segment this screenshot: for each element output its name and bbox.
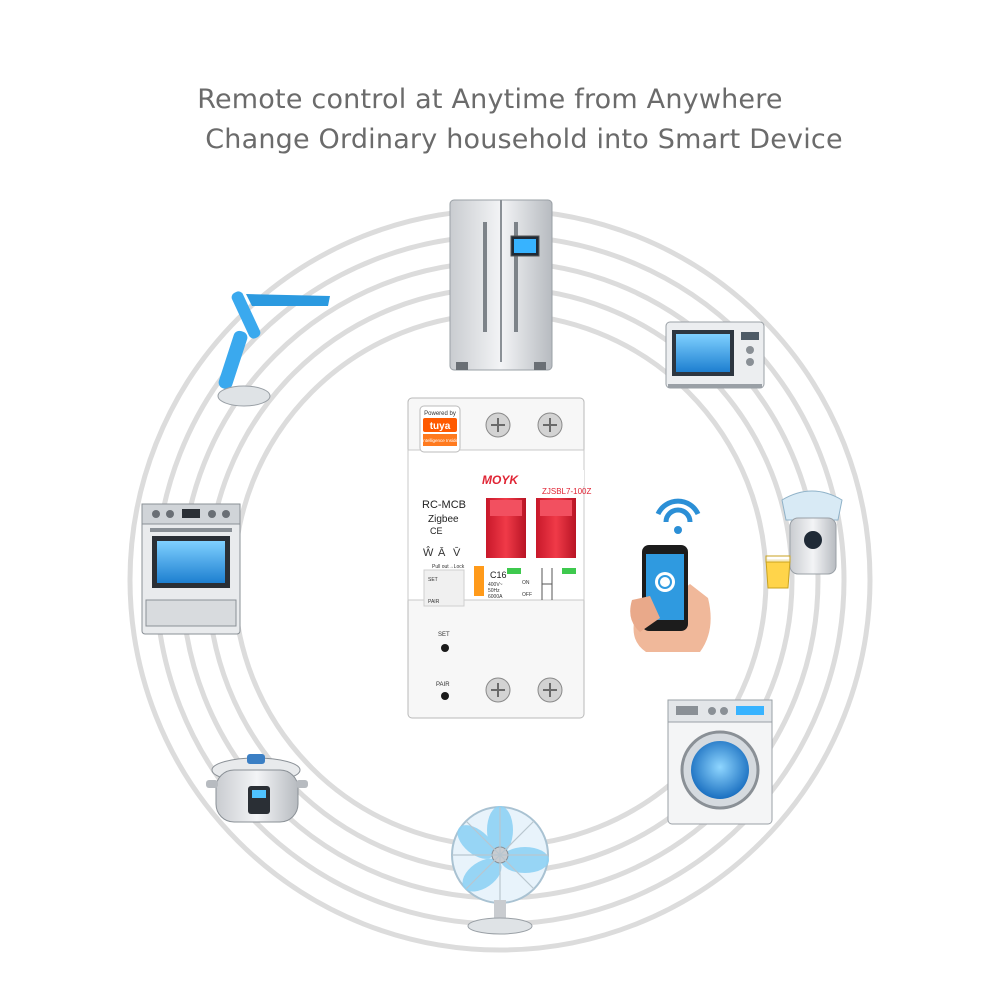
circuit-breaker: Powered by tuya Intelligence Inside MOYK… (407, 397, 591, 719)
pair-button[interactable] (441, 692, 449, 700)
juicer-icon (765, 490, 843, 589)
rice-cooker-icon (206, 754, 308, 823)
smartphone-icon (630, 498, 711, 652)
signal-symbols: Ŵ Ā V̄ (423, 546, 461, 559)
spec-voltage: 400V~ (488, 582, 503, 588)
pair-label: PAIR (436, 682, 450, 688)
set-label: SET (438, 632, 450, 638)
fan-icon (451, 806, 549, 935)
ce-mark: CE (430, 526, 443, 536)
lock-label: Pull out→Lock (432, 564, 465, 570)
svg-text:Ŵ: Ŵ (423, 546, 434, 559)
headline-line-2: Change Ordinary household into Smart Dev… (205, 124, 843, 155)
desk-lamp-icon (217, 291, 330, 407)
terminal-screws (485, 412, 563, 703)
powered-by-label: Powered by (424, 411, 456, 417)
breaker-handles (486, 498, 576, 558)
pair-small-label: PAIR (428, 599, 440, 605)
tuya-tag: Intelligence Inside (422, 438, 459, 443)
set-small-label: SET (428, 577, 438, 583)
rating-label: C16 (490, 570, 507, 580)
spec-capacity: 6000A (488, 594, 503, 600)
headline-line-1: Remote control at Anytime from Anywhere (197, 84, 783, 115)
svg-text:Ā: Ā (438, 547, 446, 559)
svg-text:V̄: V̄ (453, 546, 461, 559)
washing-machine-icon (667, 699, 773, 825)
on-label: ON (522, 580, 530, 586)
circuit-diagram (541, 568, 553, 600)
spec-frequency: 50Hz (488, 588, 500, 594)
oven-icon (141, 503, 241, 635)
protocol-label: Zigbee (428, 514, 459, 525)
tuya-brand: tuya (430, 421, 451, 432)
off-label: OFF (522, 592, 532, 598)
model-label: ZJSBL7-100Z (542, 487, 591, 496)
maker-logo: MOYK (482, 473, 519, 487)
set-button[interactable] (441, 644, 449, 652)
tuya-badge: Powered by tuya Intelligence Inside (419, 405, 461, 453)
type-label: RC-MCB (422, 499, 466, 511)
refrigerator-icon (449, 199, 553, 371)
microwave-icon (665, 321, 765, 389)
